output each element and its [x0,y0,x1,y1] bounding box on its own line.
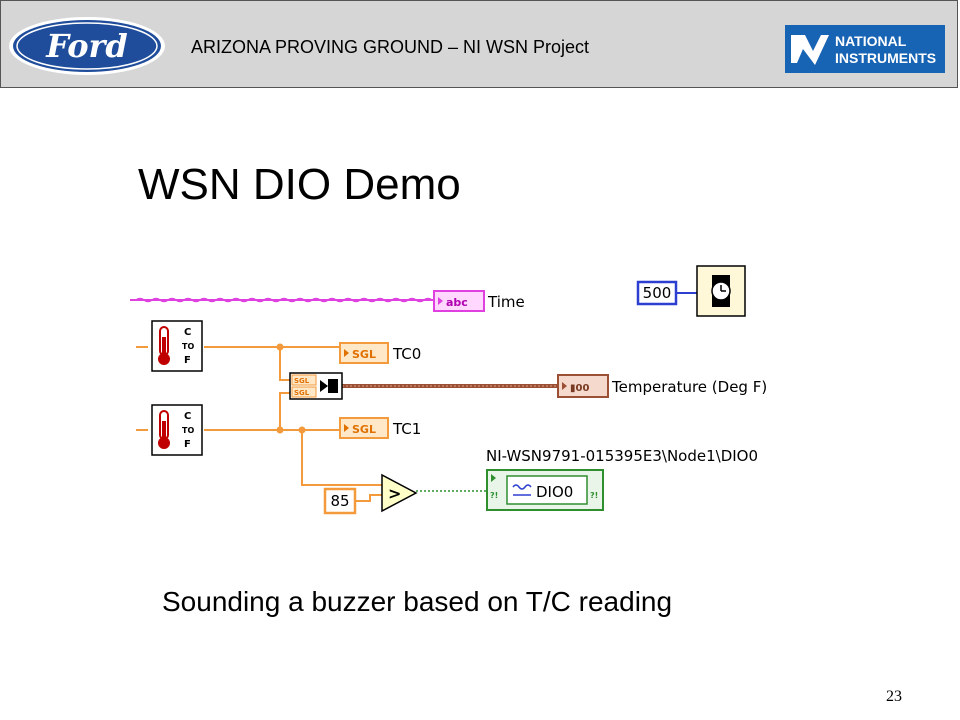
error-in-terminal: ?! [490,491,498,500]
chart-icon: ▮00 [570,383,589,394]
national-instruments-logo: NATIONAL INSTRUMENTS [785,25,945,73]
threshold-value: 85 [330,492,349,510]
greater-than-function[interactable]: > [381,473,418,513]
wait-value: 500 [643,284,672,302]
svg-text:SGL: SGL [294,377,310,385]
build-array-top-wire [279,347,292,381]
temperature-label: Temperature (Deg F) [611,378,767,396]
threshold-wire [355,494,384,502]
dio0-label: DIO0 [536,483,573,501]
svg-text:>: > [388,484,401,503]
ford-logo: Ford [9,17,165,75]
tc1-label: TC1 [392,420,421,438]
build-array-bottom-wire [279,392,292,430]
ni-logo-line2: INSTRUMENTS [835,50,936,66]
compare-input-wire [301,430,384,486]
svg-text:TO: TO [182,426,194,435]
labview-block-diagram: abc Time 500 C TO F C TO F SGL TC0 [130,265,767,515]
c-to-f-converter-bottom[interactable]: C TO F [151,404,203,456]
sgl-icon: SGL [352,348,376,361]
build-array-node[interactable]: SGL SGL [289,372,343,400]
waveform-icon [512,484,532,490]
svg-text:SGL: SGL [294,389,310,397]
error-out-terminal: ?! [590,491,598,500]
temperature-chart-indicator[interactable]: ▮00 Temperature (Deg F) [557,374,767,398]
threshold-constant[interactable]: 85 [323,487,357,515]
slide-caption: Sounding a buzzer based on T/C reading [162,586,673,617]
header-title: ARIZONA PROVING GROUND – NI WSN Project [191,37,590,57]
tc0-indicator[interactable]: SGL TC0 [339,342,421,364]
tc0-label: TC0 [392,345,421,363]
slide-header: Ford ARIZONA PROVING GROUND – NI WSN Pro… [0,0,958,88]
ford-logo-text: Ford [45,27,128,65]
string-icon: abc [446,296,468,309]
dio0-write-node[interactable]: ?! DIO0 ?! [486,469,604,511]
page-number: 23 [886,688,902,705]
wait-ms-function[interactable] [696,265,746,317]
time-label: Time [487,293,525,311]
svg-text:F: F [184,355,191,366]
svg-text:TO: TO [182,342,194,351]
ni-logo-line1: NATIONAL [835,33,907,49]
slide-title: WSN DIO Demo [138,160,461,209]
time-wire-base [130,299,435,301]
c-to-f-converter-top[interactable]: C TO F [151,320,203,372]
svg-text:F: F [184,439,191,450]
dio-path-label: NI-WSN9791-015395E3\Node1\DIO0 [486,447,758,465]
svg-text:C: C [184,327,191,338]
time-indicator[interactable]: abc Time [433,290,525,312]
wait-constant[interactable]: 500 [636,280,678,306]
tc1-indicator[interactable]: SGL TC1 [339,417,421,439]
svg-text:C: C [184,411,191,422]
sgl-icon: SGL [352,423,376,436]
